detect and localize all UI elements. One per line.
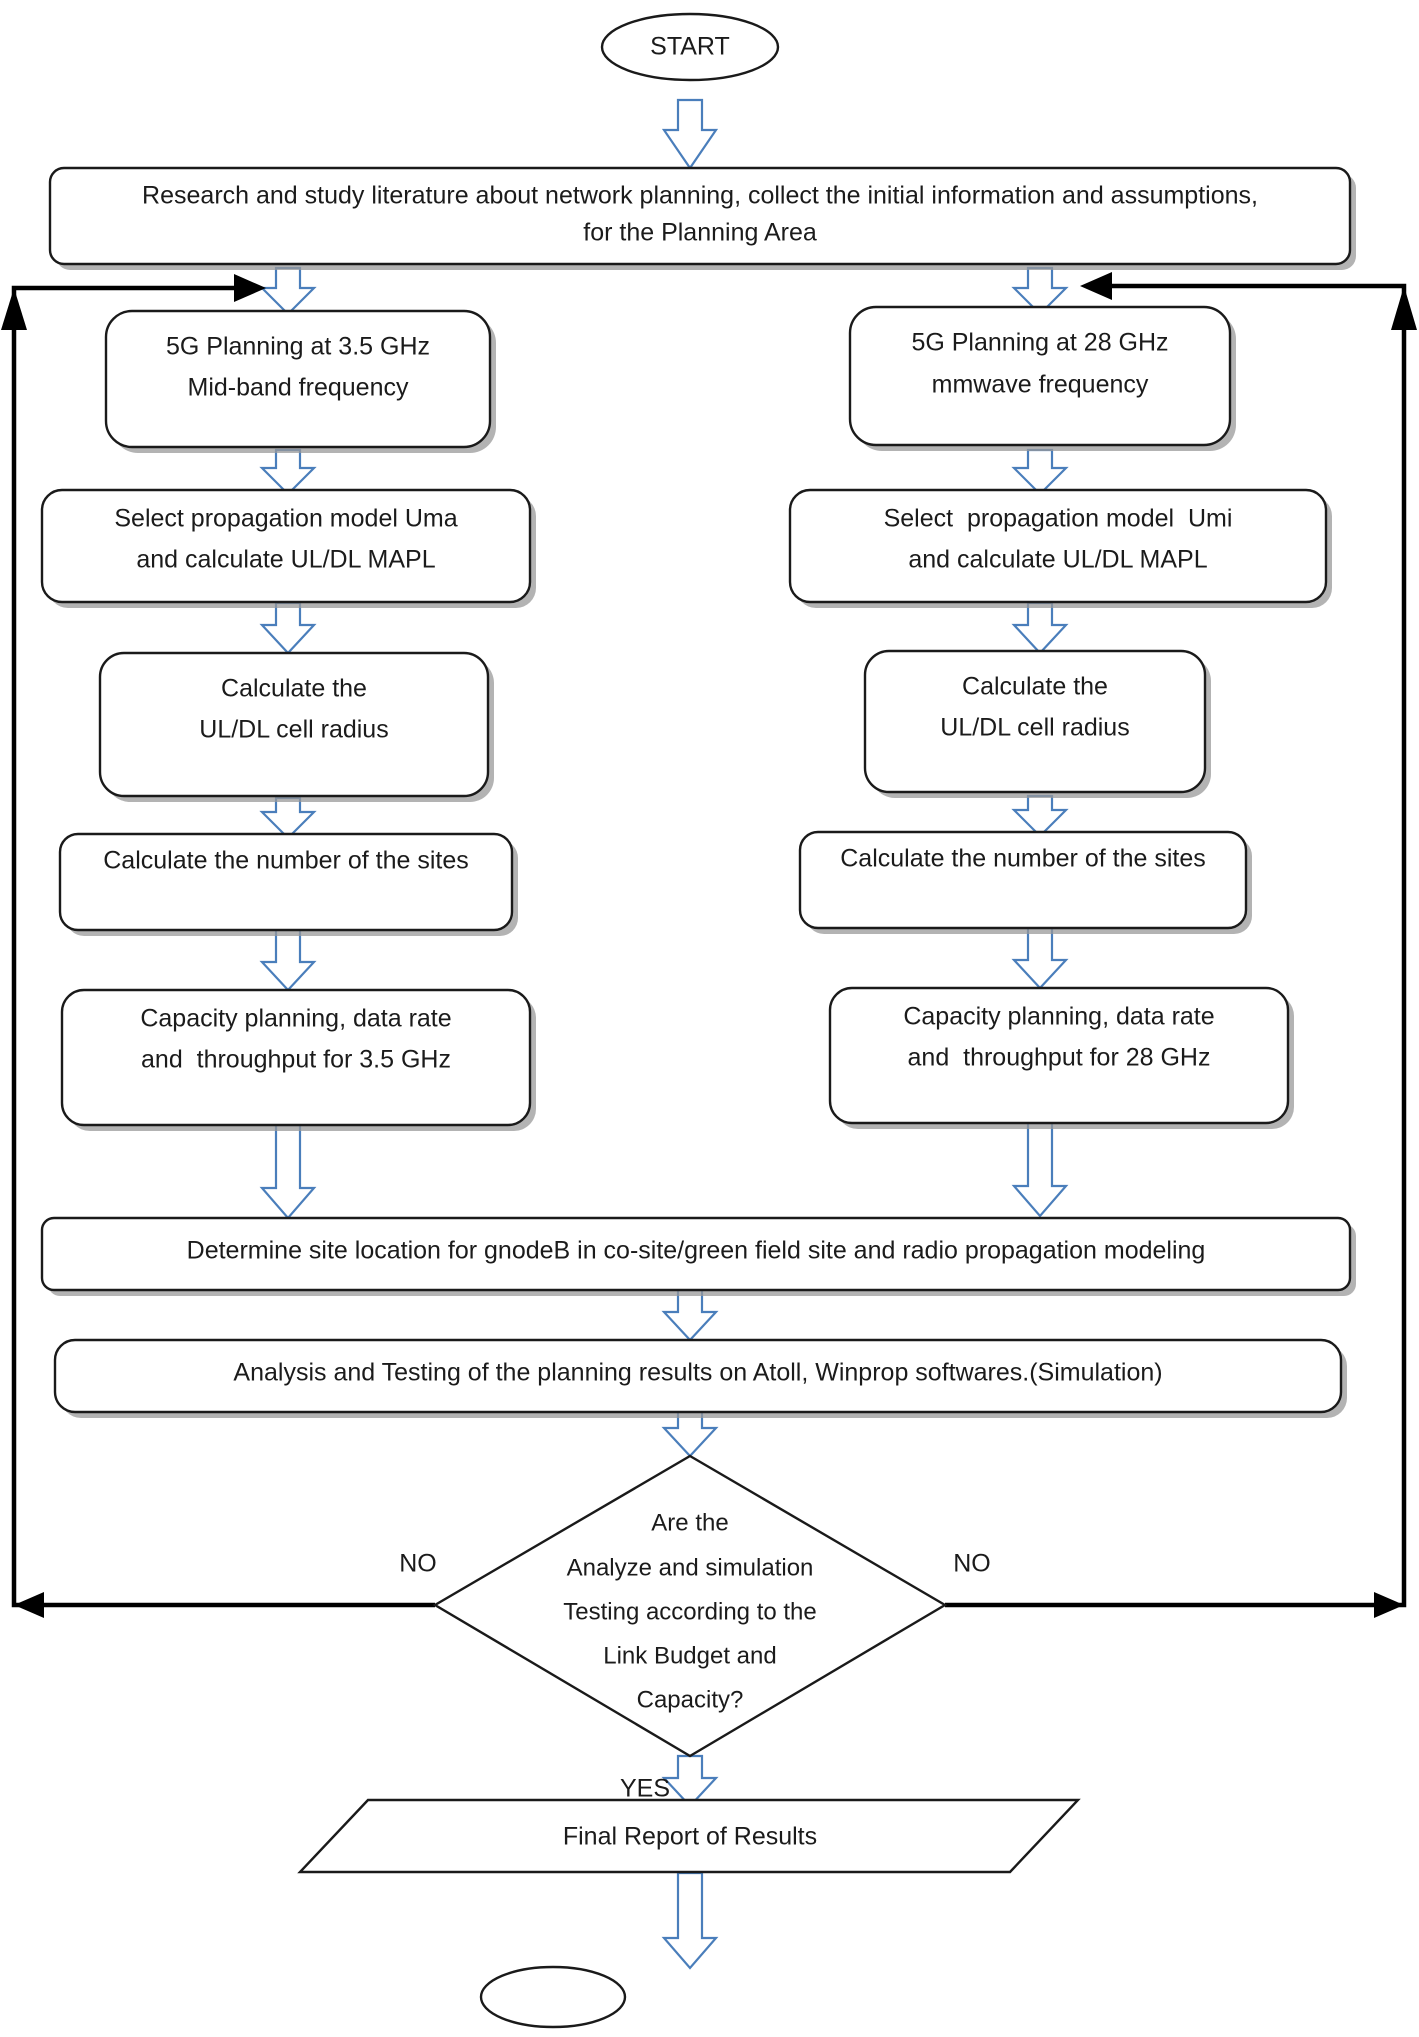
- node-right-capacity-line1: Capacity planning, data rate: [903, 1003, 1214, 1031]
- node-left-branch-line2: Mid-band frequency: [188, 374, 409, 402]
- node-right-radius-line2: UL/DL cell radius: [940, 714, 1129, 742]
- node-decision-line4: Link Budget and: [603, 1642, 776, 1669]
- node-left-propagation-line2: and calculate UL/DL MAPL: [136, 546, 435, 574]
- edge-label-no-left: NO: [399, 1550, 437, 1578]
- node-determine-site-line1: Determine site location for gnodeB in co…: [187, 1237, 1206, 1265]
- node-right-sites-line1: Calculate the number of the sites: [840, 845, 1205, 873]
- arrow-left-sites-to-capacity: [259, 926, 317, 992]
- node-decision-line3: Testing according to the: [563, 1598, 817, 1625]
- arrow-right-sites-to-capacity: [1011, 924, 1069, 990]
- loop-right-arrowhead-west: [1080, 272, 1112, 300]
- loop-left-arrowhead-west: [14, 1592, 44, 1618]
- node-left-capacity-line1: Capacity planning, data rate: [140, 1005, 451, 1033]
- node-left-branch-line1: 5G Planning at 3.5 GHz: [166, 333, 430, 361]
- node-left-sites-line1: Calculate the number of the sites: [103, 847, 468, 875]
- loop-left-arrowhead-east: [234, 274, 266, 302]
- arrow-left-branch-to-propagation: [259, 448, 317, 496]
- node-end[interactable]: [479, 1965, 627, 2029]
- node-right-branch-line1: 5G Planning at 28 GHz: [911, 329, 1168, 357]
- node-left-radius[interactable]: Calculate the UL/DL cell radius: [98, 651, 494, 802]
- node-left-sites[interactable]: Calculate the number of the sites: [58, 832, 518, 936]
- node-right-propagation-line1: Select propagation model Umi: [884, 505, 1233, 533]
- feedback-loop-right: [945, 272, 1417, 1618]
- node-right-radius[interactable]: Calculate the UL/DL cell radius: [863, 649, 1211, 798]
- node-right-propagation-line2: and calculate UL/DL MAPL: [908, 546, 1207, 574]
- arrow-right-propagation-to-radius: [1011, 601, 1069, 655]
- node-start-label: START: [650, 33, 730, 61]
- edge-label-yes: YES: [620, 1775, 670, 1803]
- node-start[interactable]: START: [600, 12, 780, 82]
- node-decision[interactable]: Are the Analyze and simulation Testing a…: [432, 1454, 948, 1758]
- arrow-left-propagation-to-radius: [259, 601, 317, 655]
- node-right-capacity[interactable]: Capacity planning, data rate and through…: [828, 986, 1294, 1129]
- loop-right-arrowhead-north: [1391, 286, 1417, 330]
- node-left-capacity-line2: and throughput for 3.5 GHz: [141, 1046, 451, 1074]
- arrow-left-radius-to-sites: [259, 796, 317, 840]
- node-right-sites[interactable]: Calculate the number of the sites: [798, 830, 1252, 934]
- node-research-line1: Research and study literature about netw…: [142, 182, 1258, 210]
- node-left-branch[interactable]: 5G Planning at 3.5 GHz Mid-band frequenc…: [104, 309, 496, 453]
- node-right-radius-line1: Calculate the: [962, 673, 1108, 701]
- arrow-left-capacity-to-determine: [259, 1123, 317, 1220]
- node-right-capacity-line2: and throughput for 28 GHz: [908, 1044, 1211, 1072]
- node-decision-line5: Capacity?: [637, 1686, 744, 1713]
- arrow-research-to-right-branch: [1011, 266, 1069, 316]
- loop-right-arrowhead-east: [1374, 1592, 1404, 1618]
- arrow-decision-to-final-report: [661, 1754, 719, 1808]
- arrow-start-to-research: [661, 98, 719, 170]
- node-analysis-line1: Analysis and Testing of the planning res…: [233, 1359, 1162, 1387]
- node-left-radius-line2: UL/DL cell radius: [199, 716, 388, 744]
- node-research-line2: for the Planning Area: [583, 219, 817, 247]
- node-left-radius-line1: Calculate the: [221, 675, 367, 703]
- node-final-report[interactable]: Final Report of Results: [297, 1798, 1081, 1874]
- node-determine-site[interactable]: Determine site location for gnodeB in co…: [40, 1216, 1356, 1296]
- node-left-propagation-line1: Select propagation model Uma: [114, 505, 457, 533]
- arrow-final-report-to-end: [661, 1871, 719, 1970]
- arrow-determine-to-analysis: [661, 1288, 719, 1342]
- node-left-propagation[interactable]: Select propagation model Uma and calcula…: [40, 488, 536, 608]
- arrow-right-branch-to-propagation: [1011, 448, 1069, 496]
- node-right-branch[interactable]: 5G Planning at 28 GHz mmwave frequency: [848, 305, 1236, 451]
- edge-label-no-right: NO: [953, 1550, 991, 1578]
- node-final-report-line1: Final Report of Results: [563, 1823, 817, 1851]
- node-decision-line2: Analyze and simulation: [567, 1554, 814, 1581]
- node-left-capacity[interactable]: Capacity planning, data rate and through…: [60, 988, 536, 1131]
- feedback-loop-left: [1, 274, 435, 1618]
- arrow-right-capacity-to-determine: [1011, 1121, 1069, 1218]
- arrow-research-to-left-branch: [259, 266, 317, 316]
- node-right-propagation[interactable]: Select propagation model Umi and calcula…: [788, 488, 1332, 608]
- arrow-right-radius-to-sites: [1011, 794, 1069, 838]
- node-analysis[interactable]: Analysis and Testing of the planning res…: [53, 1338, 1347, 1418]
- node-research[interactable]: Research and study literature about netw…: [48, 166, 1356, 270]
- loop-left-arrowhead-north: [1, 288, 27, 330]
- node-decision-line1: Are the: [651, 1509, 728, 1536]
- node-right-branch-line2: mmwave frequency: [932, 371, 1149, 399]
